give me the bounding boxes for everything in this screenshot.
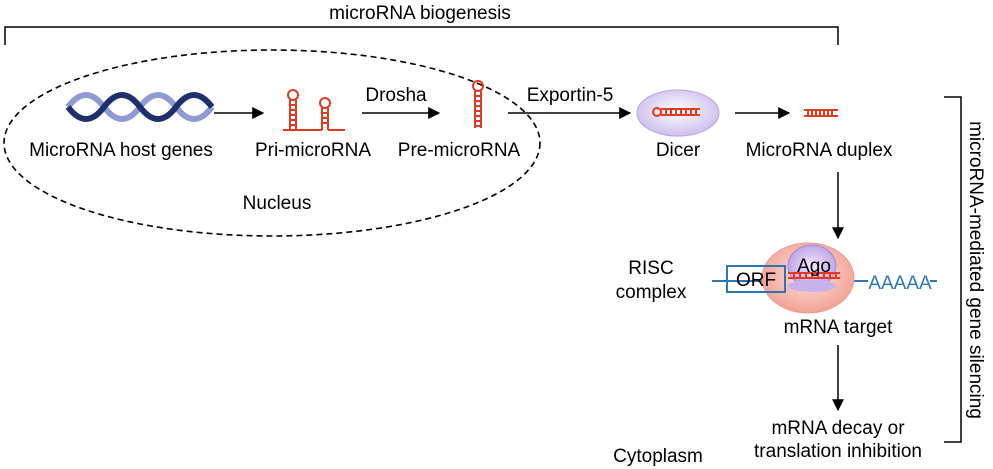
nucleus-label: Nucleus (243, 193, 312, 214)
polya-tail-label: AAAAA (868, 273, 932, 294)
dna-helix-icon (65, 92, 215, 122)
orf-label: ORF (736, 270, 776, 291)
silencing-bracket (944, 96, 962, 443)
pri-microrna-label: Pri-microRNA (255, 140, 371, 161)
microrna-duplex-icon (804, 109, 838, 117)
pre-microrna-icon (472, 80, 484, 128)
risc-label-line1: RISC (628, 258, 673, 279)
risc-label-line2: complex (616, 282, 687, 303)
host-genes-label: MicroRNA host genes (29, 140, 213, 161)
orf-box (726, 265, 786, 293)
duplex-label: MicroRNA duplex (746, 140, 893, 161)
cytoplasm-label: Cytoplasm (613, 446, 703, 467)
biogenesis-title: microRNA biogenesis (329, 3, 511, 24)
pre-microrna-label: Pre-microRNA (398, 140, 521, 161)
dicer-icon (636, 89, 720, 137)
pri-microrna-icon (283, 89, 345, 131)
outcome-line2: translation inhibition (754, 441, 922, 462)
drosha-label: Drosha (365, 85, 427, 106)
silencing-label: microRNA-mediated gene silencing (965, 121, 986, 419)
mrna-target-label: mRNA target (784, 317, 893, 338)
risc-complex-icon (712, 242, 937, 314)
ago-label: Ago (797, 256, 831, 277)
outcome-line1: mRNA decay or (771, 418, 905, 439)
dicer-label: Dicer (656, 140, 701, 161)
nucleus-boundary (3, 49, 541, 237)
biogenesis-bracket (4, 26, 839, 45)
exportin-label: Exportin-5 (527, 85, 614, 106)
